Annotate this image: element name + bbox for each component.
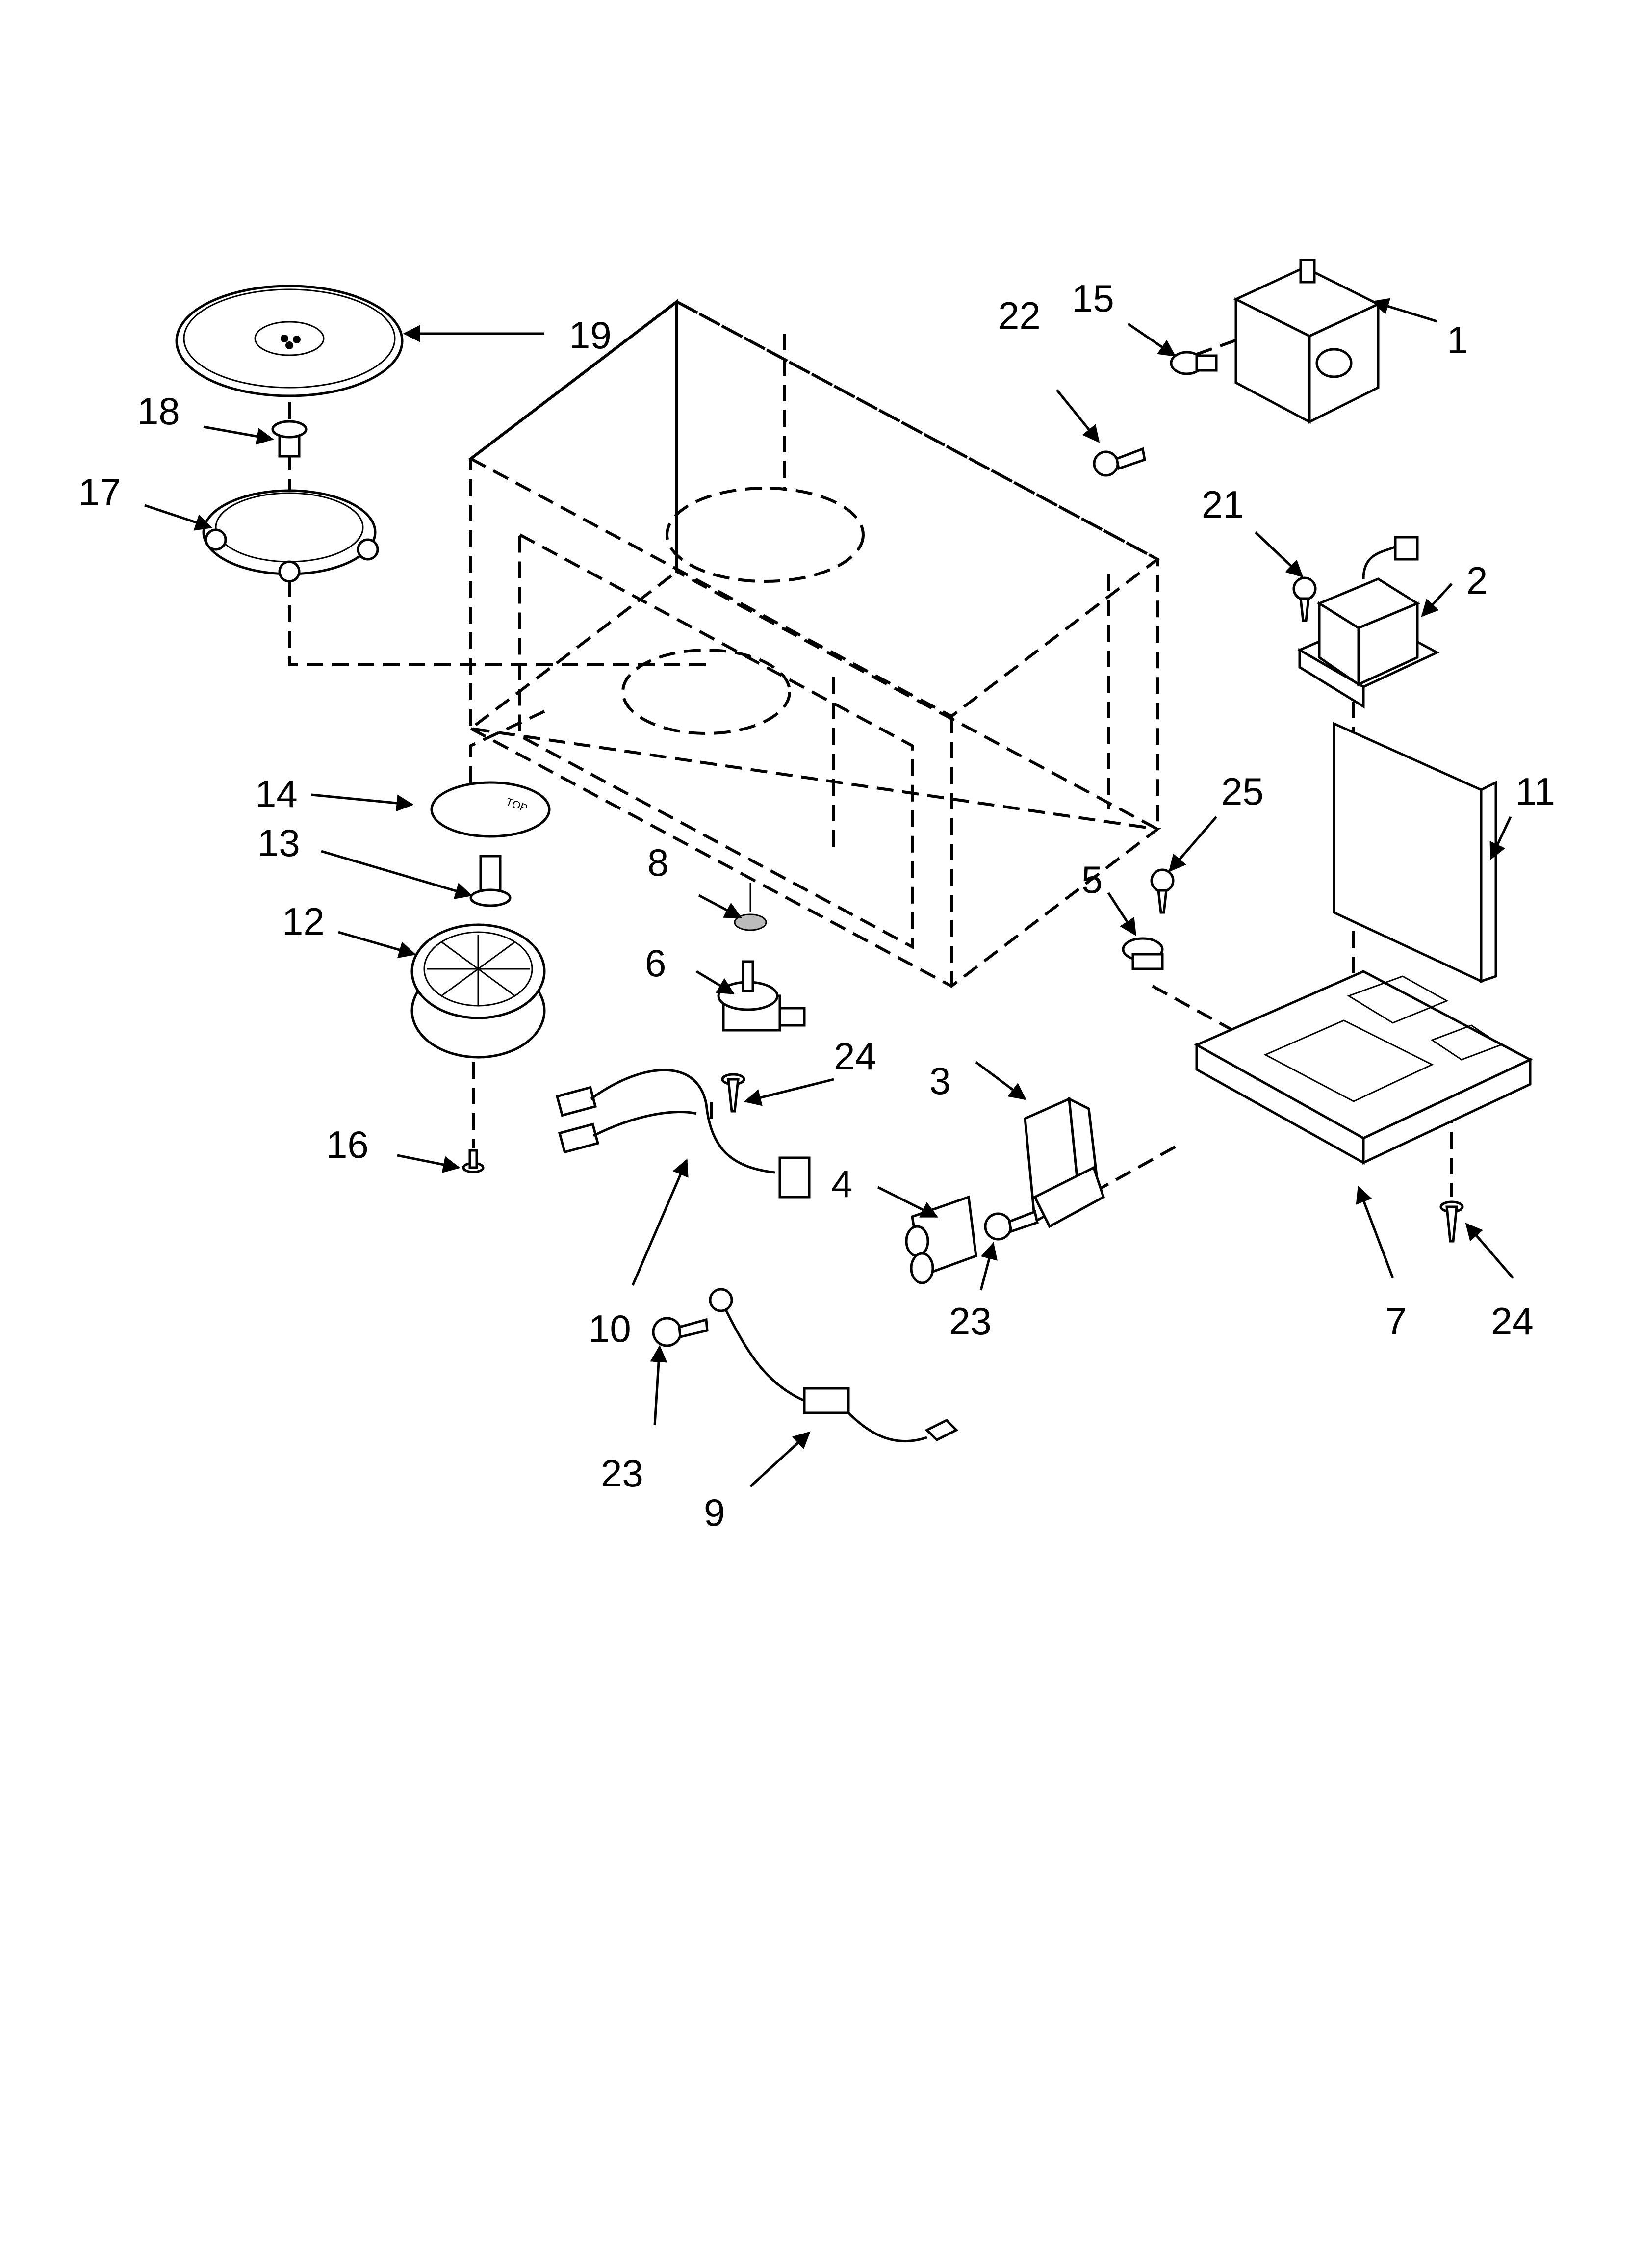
magnetron-part xyxy=(1233,259,1381,424)
thermal-fuse-wire-part xyxy=(709,1288,959,1443)
callout-labels: 1 2 3 4 5 6 7 8 9 10 11 12 13 14 15 16 1… xyxy=(78,277,1555,1534)
turntable-tray-part xyxy=(175,285,404,397)
leader-lines xyxy=(144,298,1514,1487)
shaft-part xyxy=(469,855,512,907)
callout-21: 21 xyxy=(1202,483,1244,526)
capacitor-part xyxy=(905,1195,977,1284)
callout-13: 13 xyxy=(257,821,300,864)
callout-24b: 24 xyxy=(1491,1300,1534,1343)
fan-housing-part xyxy=(410,923,546,1059)
thermostat-part xyxy=(1122,937,1164,970)
wire-harness-part xyxy=(555,1069,811,1199)
roller-ring-part xyxy=(202,489,379,583)
bracket-part xyxy=(1024,1096,1105,1228)
screw-16-part xyxy=(462,1149,485,1173)
callout-3: 3 xyxy=(929,1059,950,1102)
callout-4: 4 xyxy=(831,1162,852,1205)
transformer-part xyxy=(1297,536,1440,709)
callout-14: 14 xyxy=(255,772,298,815)
callout-22: 22 xyxy=(998,294,1041,337)
callout-9: 9 xyxy=(704,1491,725,1534)
turntable-motor-part xyxy=(717,960,806,1032)
screw-25-part xyxy=(1150,868,1175,914)
base-plate-part: TOP xyxy=(430,781,551,838)
washer-part xyxy=(734,883,767,931)
callout-10: 10 xyxy=(589,1307,631,1350)
callout-18: 18 xyxy=(137,390,180,433)
callout-23a: 23 xyxy=(601,1452,643,1495)
callout-8: 8 xyxy=(647,841,668,884)
base-chassis-part xyxy=(1194,970,1533,1165)
callout-24a: 24 xyxy=(834,1035,876,1078)
coupler-part xyxy=(271,420,308,458)
screw-21-part xyxy=(1292,576,1317,622)
oven-cavity-outline xyxy=(468,298,1161,988)
callout-2: 2 xyxy=(1466,559,1488,602)
callout-15: 15 xyxy=(1072,277,1114,320)
callout-16: 16 xyxy=(326,1123,369,1166)
callout-1: 1 xyxy=(1447,318,1468,362)
callout-7: 7 xyxy=(1385,1300,1407,1343)
callout-25: 25 xyxy=(1221,770,1264,813)
callout-11: 11 xyxy=(1515,770,1555,813)
callout-17: 17 xyxy=(78,470,121,514)
callout-5: 5 xyxy=(1081,858,1103,901)
screw-24b-part xyxy=(1439,1200,1464,1243)
screw-23a-part xyxy=(652,1317,709,1347)
callout-12: 12 xyxy=(282,900,325,943)
thermal-cutout-part xyxy=(1170,351,1218,375)
screw-23b-part xyxy=(984,1210,1039,1241)
screw-22-part xyxy=(1093,447,1146,477)
shield-plate-part xyxy=(1333,722,1497,983)
callout-19: 19 xyxy=(569,313,612,357)
callout-23b: 23 xyxy=(949,1300,992,1343)
screw-24a-part xyxy=(721,1073,745,1113)
callout-6: 6 xyxy=(645,941,666,985)
